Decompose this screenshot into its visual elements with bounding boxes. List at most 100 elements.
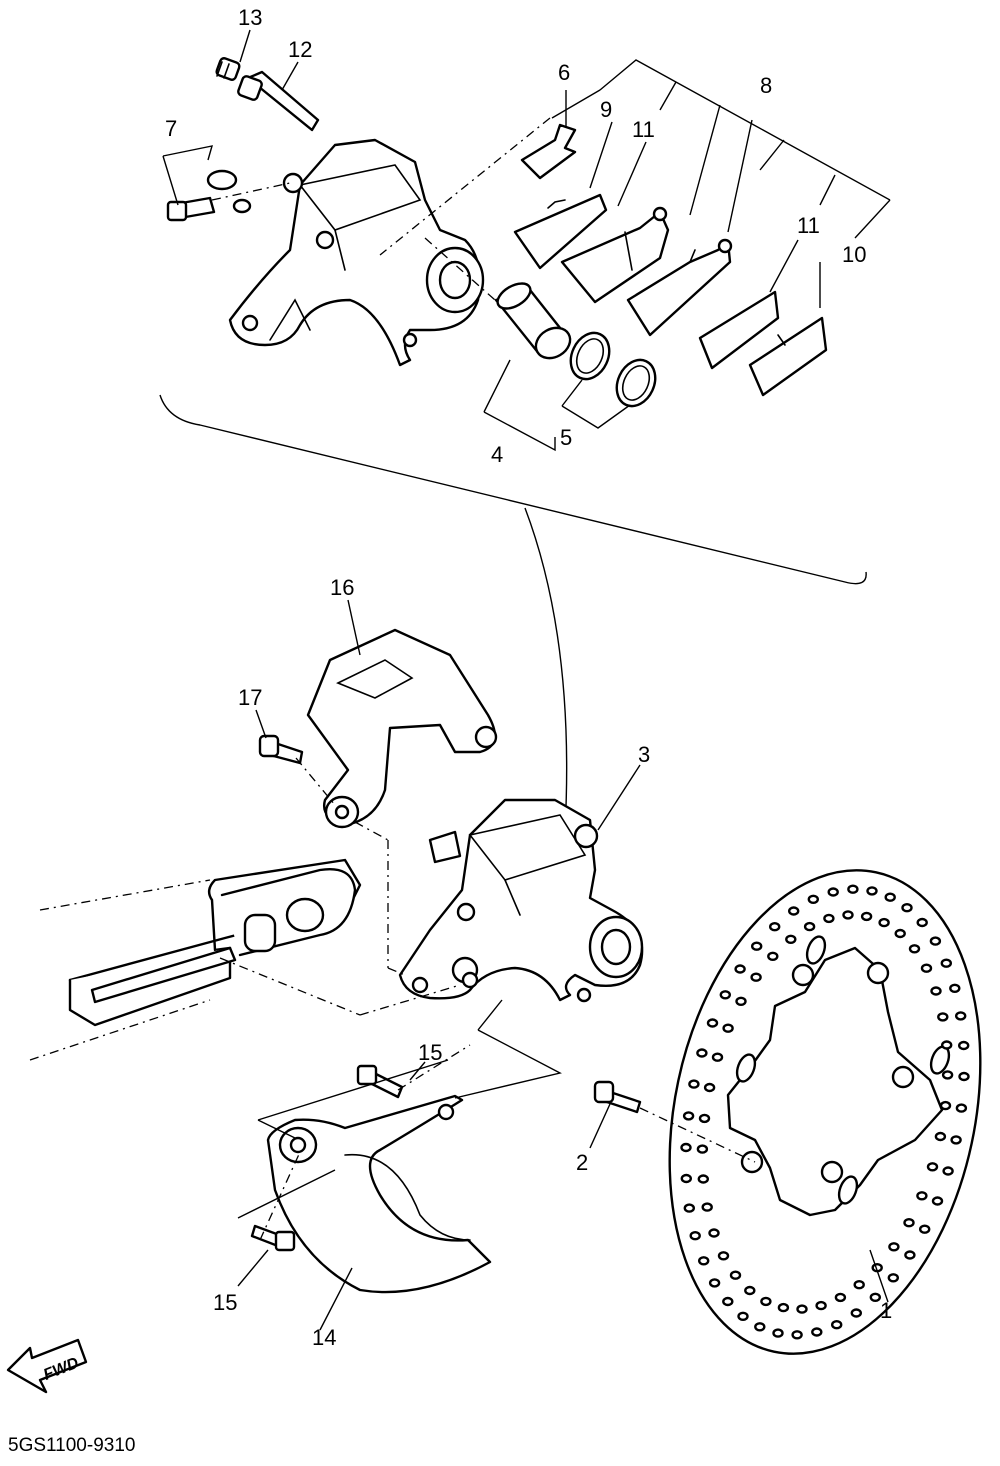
disc-vent-hole <box>916 917 928 928</box>
caliper-body-detail <box>228 138 485 367</box>
disc-vent-hole <box>955 1011 967 1021</box>
callout-6: 6 <box>558 60 570 85</box>
disc-vent-hole <box>916 1191 928 1201</box>
disc-vent-hole <box>744 1285 756 1296</box>
disc-vent-hole <box>750 972 762 982</box>
part-13-bleed-cap <box>215 57 241 81</box>
part-11-pad-insulator-b <box>698 290 780 370</box>
disc-vent-hole <box>919 1224 931 1234</box>
disc-vent-hole <box>940 958 952 968</box>
disc-vent-hole <box>958 1071 970 1082</box>
part-6-pad-spring <box>520 123 577 180</box>
callout-13: 13 <box>238 5 262 30</box>
disc-vent-hole <box>807 894 819 904</box>
callout-5: 5 <box>560 425 572 450</box>
callout-8: 8 <box>760 73 772 98</box>
alignment-line-detail-2 <box>424 237 496 301</box>
part-11-pad-insulator-a <box>560 206 670 304</box>
alignment-line-detail <box>379 117 551 256</box>
part-7-bleed-screw <box>166 169 252 222</box>
assembly-alignment-lines <box>219 757 756 1241</box>
disc-vent-hole <box>904 1250 916 1260</box>
callout-11-a: 11 <box>632 117 655 142</box>
part-12-pad-pin <box>237 70 320 132</box>
disc-vent-hole <box>698 1113 711 1124</box>
disc-vent-hole <box>697 1174 709 1184</box>
disc-vent-hole <box>949 983 961 993</box>
disc-vent-hole <box>708 1228 720 1238</box>
disc-vent-hole <box>734 964 746 974</box>
part-2-disc-bolt <box>593 1080 642 1114</box>
disc-vent-hole <box>887 1273 899 1283</box>
part-4-piston <box>494 282 572 360</box>
disc-vent-hole <box>788 906 800 916</box>
disc-vent-hole <box>696 1048 708 1058</box>
disc-vent-hole <box>929 936 942 946</box>
fwd-arrow-icon: FWD <box>6 1338 88 1394</box>
disc-vent-hole <box>831 1319 843 1330</box>
disc-vent-hole <box>878 917 890 928</box>
disc-vent-hole <box>682 1111 695 1121</box>
disc-vent-hole <box>706 1018 719 1028</box>
disc-vent-hole <box>777 1302 790 1313</box>
disc-vent-hole <box>815 1300 827 1311</box>
disc-vent-hole <box>769 922 781 932</box>
disc-vent-hole <box>866 886 878 896</box>
disc-vent-hole <box>737 1311 749 1322</box>
disc-vent-hole <box>827 887 839 897</box>
disc-vent-hole <box>939 1100 952 1111</box>
disc-vent-hole <box>869 1292 881 1303</box>
part-8-brake-pad-kit <box>626 238 733 337</box>
disc-vent-hole <box>931 1196 944 1206</box>
swing-arm <box>29 858 362 1061</box>
disc-vent-hole <box>760 1296 772 1307</box>
disc-vent-hole <box>894 928 906 939</box>
disc-vent-hole <box>751 941 763 951</box>
disc-vent-hole <box>941 1070 954 1080</box>
callout-3: 3 <box>638 742 650 767</box>
disc-vent-hole <box>717 1251 730 1261</box>
disc-vent-hole <box>823 913 835 924</box>
disc-vent-hole <box>735 996 747 1006</box>
disc-vent-hole <box>958 1040 970 1051</box>
disc-vent-hole <box>785 934 797 944</box>
callout-7: 7 <box>165 116 177 141</box>
disc-vent-hole <box>722 1023 734 1033</box>
disc-vent-hole <box>937 1012 949 1022</box>
disc-vent-hole <box>767 951 779 961</box>
part-17-bracket-bolt <box>258 734 304 765</box>
callout-labels: 13 12 7 6 9 11 8 11 11 10 4 5 16 17 3 15… <box>165 5 892 1350</box>
disc-vent-hole <box>903 1217 915 1228</box>
disc-vent-hole <box>719 990 731 1000</box>
detail-bracket <box>159 394 867 585</box>
disc-vent-hole <box>908 944 921 954</box>
disc-vent-hole <box>680 1173 692 1184</box>
disc-vent-hole <box>683 1203 695 1213</box>
detail-leaders <box>162 29 891 452</box>
callout-15-a: 15 <box>418 1040 442 1065</box>
part-9-pad-shim <box>513 193 608 270</box>
callout-4: 4 <box>491 442 503 467</box>
disc-vent-hole <box>711 1052 724 1062</box>
part-10-pad-shim <box>748 316 828 397</box>
part-3-caliper-assembly <box>398 798 644 1003</box>
disc-vent-hole <box>860 911 873 922</box>
callout-2: 2 <box>576 1150 588 1175</box>
callout-16: 16 <box>330 575 354 600</box>
disc-vent-hole <box>689 1230 701 1241</box>
disc-vent-hole <box>680 1142 692 1153</box>
disc-vent-hole <box>722 1296 734 1307</box>
callout-1: 1 <box>880 1298 892 1323</box>
callout-10: 10 <box>842 242 866 267</box>
part-16-caliper-bracket <box>306 628 498 829</box>
disc-vent-hole <box>842 910 854 920</box>
disc-vent-hole <box>847 884 859 894</box>
disc-vent-hole <box>901 903 913 913</box>
disc-vent-hole <box>888 1242 900 1252</box>
disc-vent-hole <box>926 1162 939 1172</box>
diagram-code: 5GS1100-9310 <box>8 1435 136 1456</box>
disc-vent-hole <box>703 1082 716 1093</box>
disc-vent-hole <box>941 1040 953 1050</box>
